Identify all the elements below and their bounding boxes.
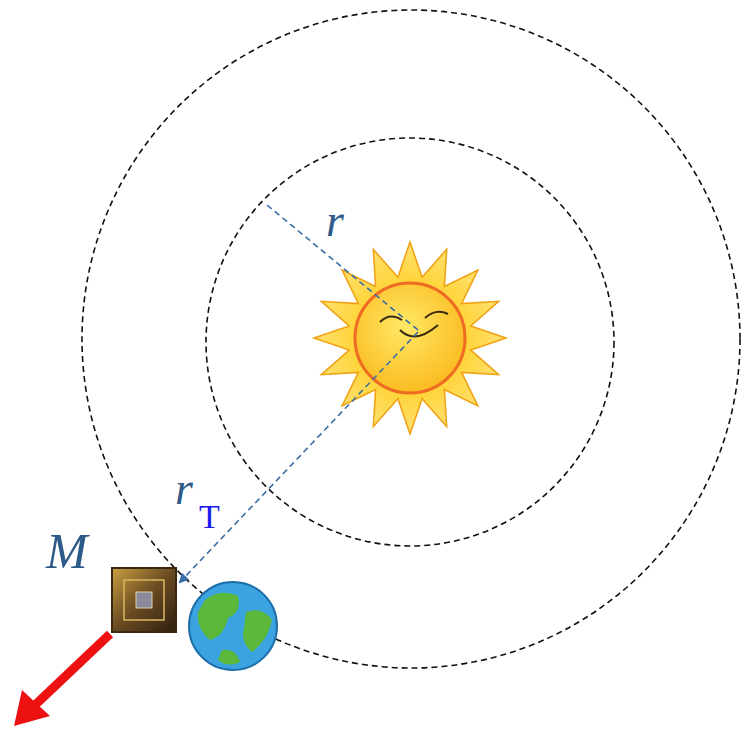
mass-box-core xyxy=(136,592,152,608)
sun-eye xyxy=(380,316,402,322)
sun-mouth xyxy=(400,325,438,336)
mass-box-inner xyxy=(124,580,164,620)
earth-land xyxy=(218,650,240,665)
radius-label: r xyxy=(175,466,193,512)
sun-rays xyxy=(314,242,506,434)
earth-land xyxy=(243,610,272,652)
radius-line xyxy=(180,332,418,582)
radius-label: r xyxy=(326,198,344,244)
inner-orbit xyxy=(206,138,614,546)
mass-box xyxy=(112,568,176,632)
earth xyxy=(189,582,277,670)
sun-eye xyxy=(425,312,448,318)
velocity-arrowhead xyxy=(14,690,50,726)
subscript-label: T xyxy=(199,500,220,534)
earth-land xyxy=(198,593,239,640)
outer-orbit xyxy=(82,10,740,668)
mass-label: M xyxy=(46,526,88,576)
sun-disc xyxy=(355,283,465,393)
velocity-arrow xyxy=(34,634,110,706)
